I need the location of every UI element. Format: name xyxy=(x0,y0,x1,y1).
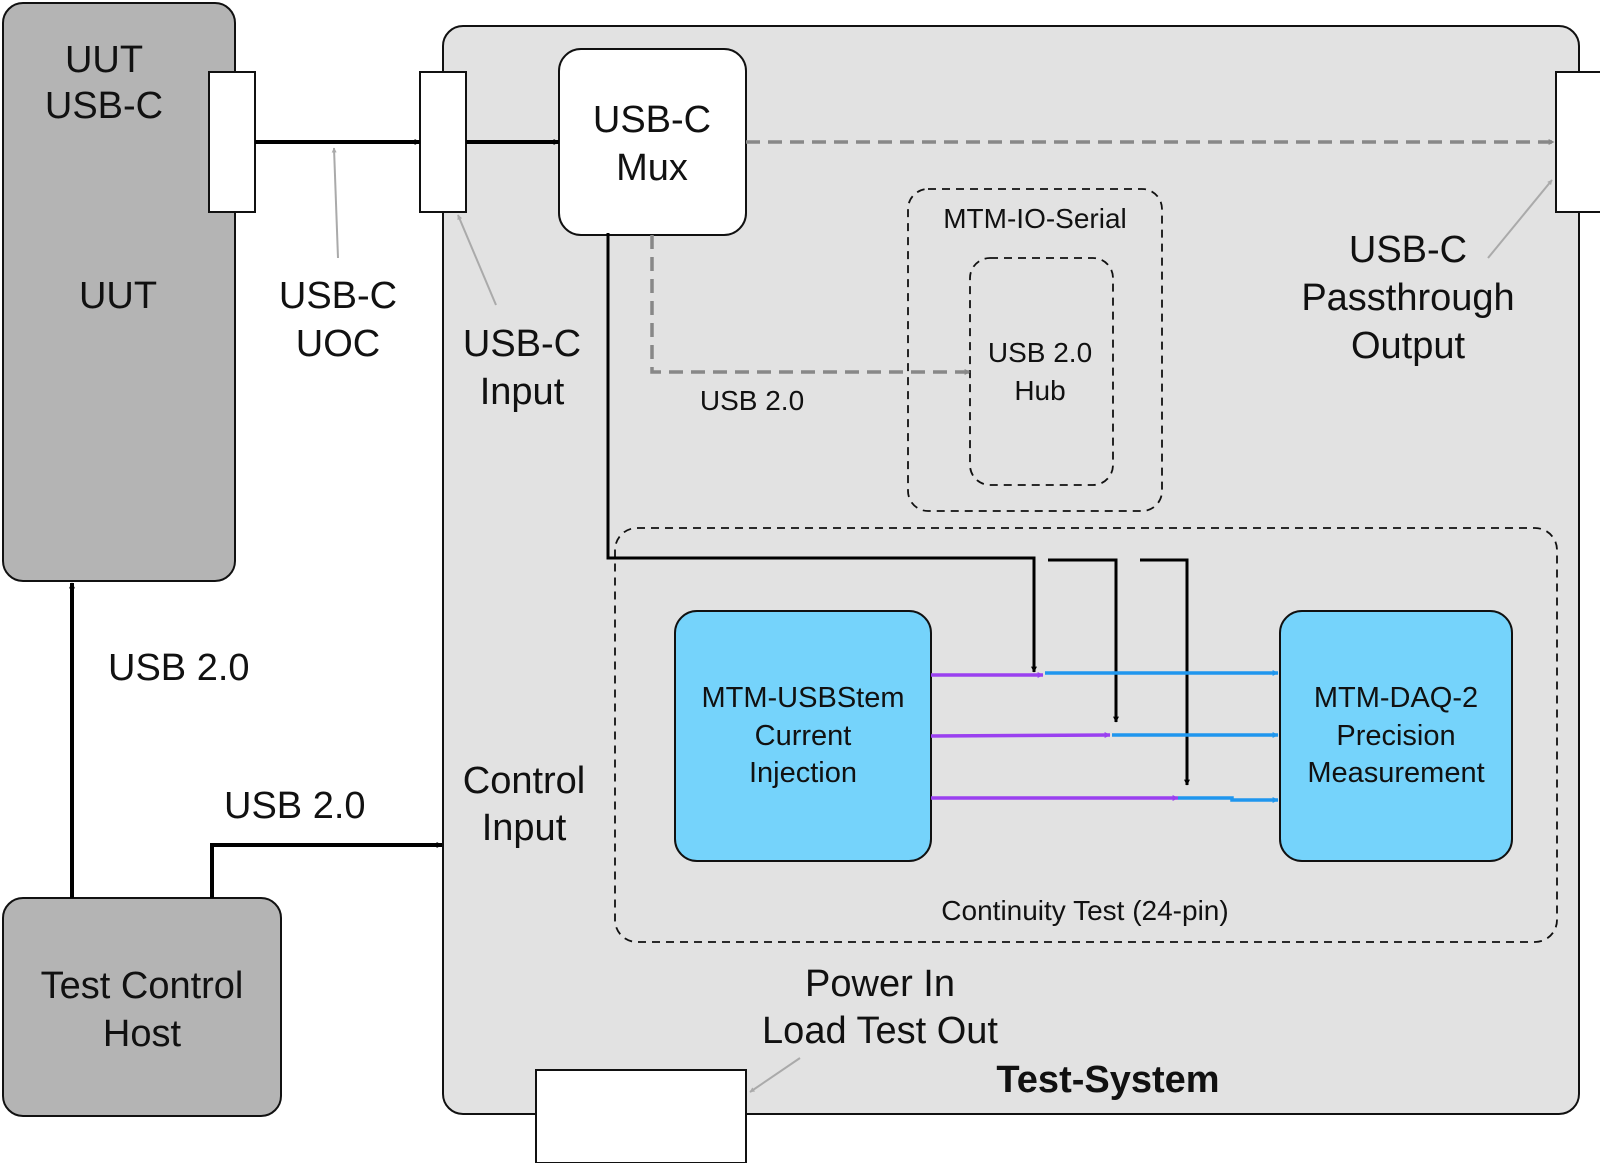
usbstem-label-line3: Injection xyxy=(749,757,857,789)
probe-line-3 xyxy=(1140,558,1190,786)
continuity-test-box xyxy=(614,527,1558,943)
input-callout-arrow xyxy=(457,214,497,306)
power-connector xyxy=(535,1069,747,1163)
daq-label-line2: Precision xyxy=(1336,720,1455,752)
mux-to-continuity-line xyxy=(606,233,1037,673)
uut-box xyxy=(2,2,236,582)
power-label-line2: Load Test Out xyxy=(762,1010,998,1052)
input-label-line2: Input xyxy=(480,371,565,413)
mux-to-hub-dashed xyxy=(650,235,971,375)
test-system-title: Test-System xyxy=(996,1059,1219,1101)
host-to-control-arrow xyxy=(210,842,443,898)
probe-line-2 xyxy=(1048,558,1119,723)
control-input-label-line1: Control xyxy=(463,760,586,802)
usbstem-label-line2: Current xyxy=(755,720,852,752)
uoc-label-line1: USB-C xyxy=(279,275,397,317)
blue-signal-3 xyxy=(1178,796,1279,803)
hub-label-line2: Hub xyxy=(1014,375,1065,406)
daq-label-line1: MTM-DAQ-2 xyxy=(1314,682,1478,714)
hub-label-line1: USB 2.0 xyxy=(988,337,1092,368)
control-input-label-line2: Input xyxy=(482,807,567,849)
usb20-host-uut-label: USB 2.0 xyxy=(108,647,250,689)
uut-label: UUT xyxy=(79,275,157,317)
uut-usbc-label-line2: USB-C xyxy=(45,85,163,127)
passthrough-label-line1: USB-C xyxy=(1349,229,1467,271)
mtm-io-serial-box xyxy=(907,188,1163,512)
test-control-host-box xyxy=(2,897,282,1117)
host-label-line2: Host xyxy=(103,1013,182,1055)
daq-label-line3: Measurement xyxy=(1307,757,1484,789)
host-label-line1: Test Control xyxy=(41,965,244,1007)
uoc-callout-arrow xyxy=(331,147,339,259)
usbc-passthrough-connector xyxy=(1555,71,1600,213)
passthrough-label-line2: Passthrough xyxy=(1301,277,1514,319)
uut-usbc-label-line1: UUT xyxy=(65,39,143,81)
input-label-line1: USB-C xyxy=(463,323,581,365)
usb20-mux-hub-label: USB 2.0 xyxy=(700,385,804,416)
passthrough-label-line3: Output xyxy=(1351,325,1466,367)
io-serial-label: MTM-IO-Serial xyxy=(943,203,1127,234)
mtm-daq-box xyxy=(1279,610,1513,862)
usb20-host-ctrl-label: USB 2.0 xyxy=(224,785,366,827)
usbc-input-connector xyxy=(419,71,467,213)
uut-usbc-connector xyxy=(208,71,256,213)
passthrough-callout-arrow xyxy=(1487,179,1553,259)
power-label-line1: Power In xyxy=(805,963,955,1005)
usbc-mux-box xyxy=(558,48,747,236)
power-callout-arrow xyxy=(749,1057,801,1093)
uoc-label-line2: UOC xyxy=(296,323,380,365)
mux-label-line1: USB-C xyxy=(593,99,711,141)
continuity-label: Continuity Test (24-pin) xyxy=(941,895,1228,926)
purple-signal-2 xyxy=(930,732,1111,739)
mux-label-line2: Mux xyxy=(616,147,688,189)
usbstem-label-line1: MTM-USBStem xyxy=(702,682,905,714)
